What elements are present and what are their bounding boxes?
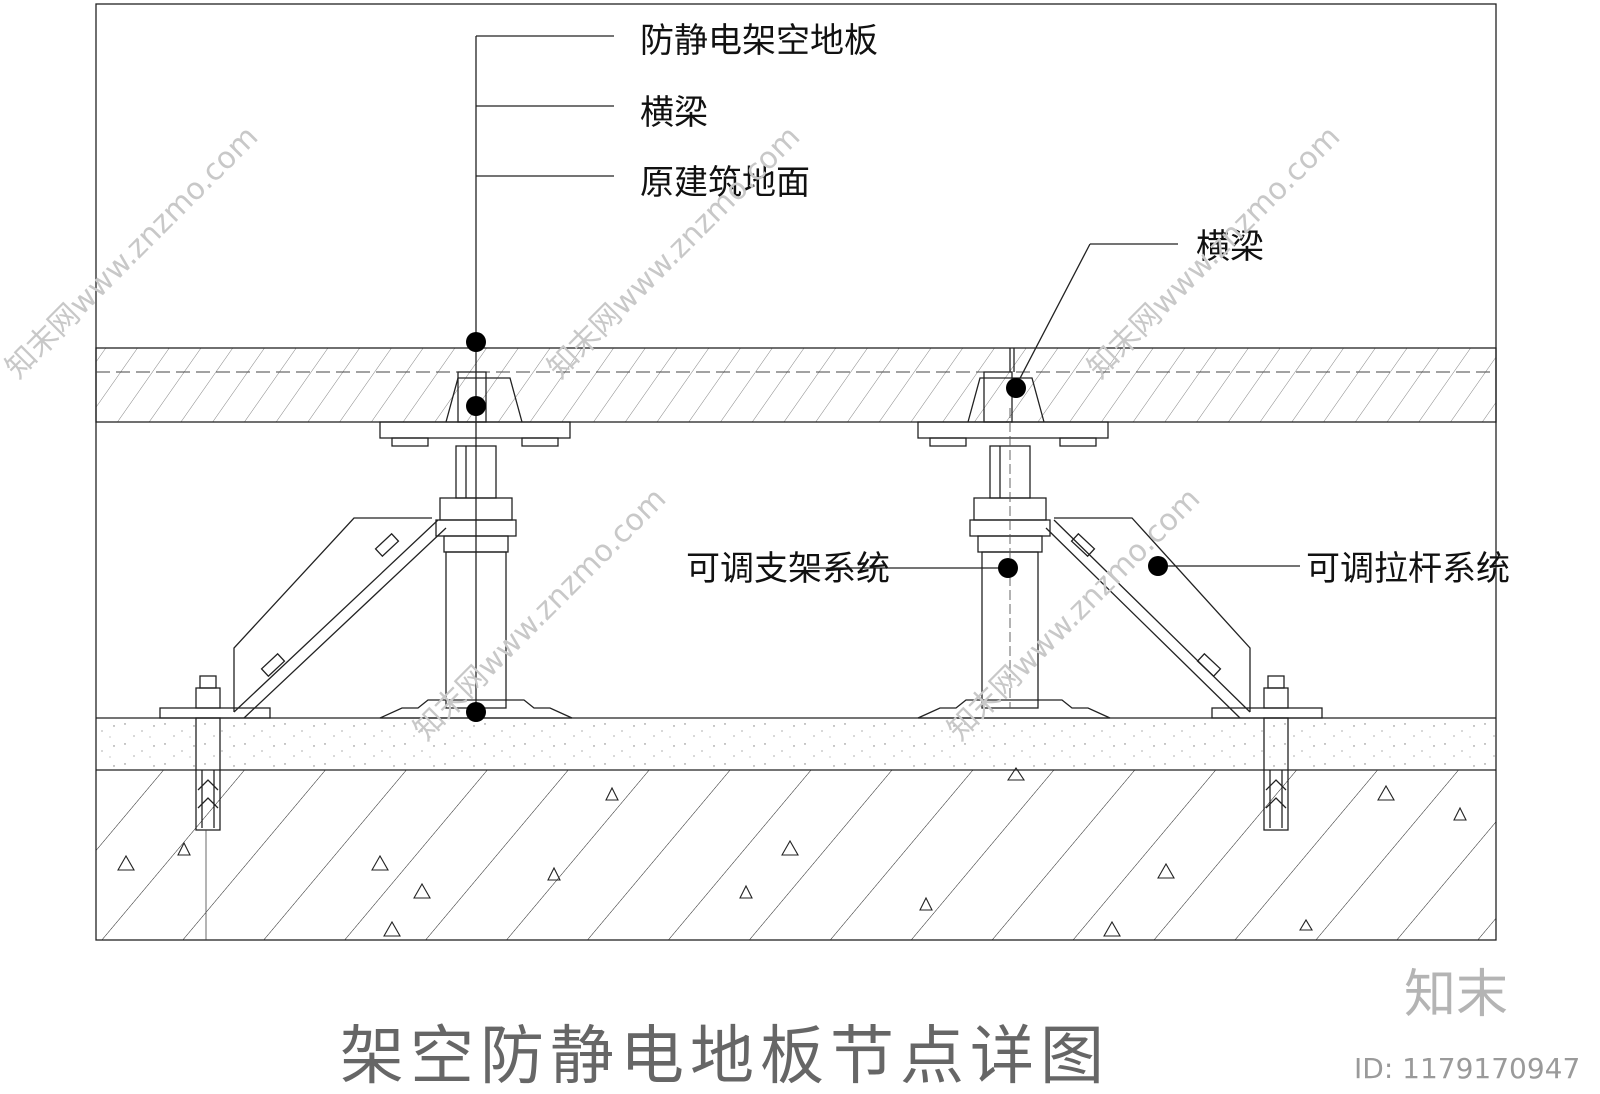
watermark-text-3: 知末网www.znzmo.com	[1081, 119, 1347, 385]
label-beam-right: 横梁	[1196, 227, 1264, 267]
watermark-text-1: 知末网www.znzmo.com	[0, 119, 265, 385]
label-adjustable-tie-rod: 可调拉杆系统	[1306, 549, 1510, 589]
callout-dots	[466, 332, 1168, 722]
label-adjustable-support: 可调支架系统	[686, 549, 890, 589]
leader-lines	[475, 35, 1300, 710]
watermarks: 知末网www.znzmo.com 知末网www.znzmo.com 知末网www…	[0, 119, 1347, 747]
label-original-floor: 原建筑地面	[640, 163, 810, 203]
floor-panel-layer	[95, 347, 1497, 423]
watermark-text-2: 知末网www.znzmo.com	[541, 119, 807, 385]
label-beam-left: 横梁	[640, 93, 708, 133]
concrete-slab	[96, 767, 1496, 940]
drawing-title: 架空防静电地板节点详图	[340, 1020, 1110, 1094]
anchor-bolt-left	[195, 717, 221, 940]
tie-rod-left	[159, 517, 447, 719]
pedestal-right	[917, 371, 1111, 719]
tie-rod-right	[1045, 517, 1323, 719]
watermark-id: ID: 1179170947	[1354, 1052, 1580, 1085]
screed-layer	[96, 717, 1496, 771]
label-floor-panel: 防静电架空地板	[640, 21, 878, 61]
watermark-brand: 知末	[1404, 965, 1508, 1025]
